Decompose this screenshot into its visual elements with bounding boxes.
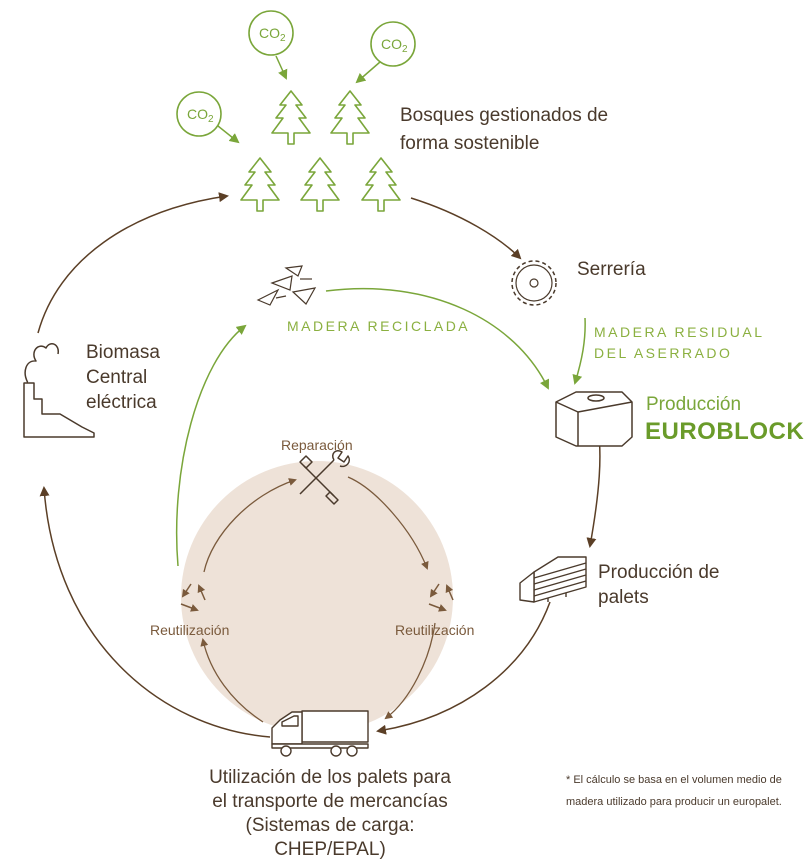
arrow-recycled-to-production [325,287,549,390]
arrow-biomass-to-forest [37,192,229,334]
reuse-left-label: Reutilización [150,622,230,638]
pallet-production-label: Producción de palets [598,562,720,608]
pine-tree-icon [330,90,370,145]
arrow-truck-to-reuse-left [200,638,264,723]
co2-bubble-icon: CO2 [248,10,294,80]
reuse-cycle-circle [181,461,453,733]
saw-blade-icon [511,260,557,306]
truck-icon [271,710,369,757]
arrow-repair-to-reuse-right [347,476,429,570]
svg-text:CO2: CO2 [381,36,408,55]
arrow-reuse-to-recycled-wood [175,324,247,567]
co2-bubble-icon: CO2 [355,21,416,84]
recycled-wood-label: MADERA RECICLADA [287,318,471,334]
pine-tree-icon [240,157,280,212]
arrow-reuse-left-to-repair [203,478,297,573]
power-plant-icon [23,343,95,438]
arrow-truck-to-biomass [39,486,271,738]
euroblock-icon [555,391,633,447]
forest-label: Bosques gestionados de forma sostenible [400,105,609,154]
arrow-forest-to-sawmill [410,197,522,260]
arrow-reuse-right-to-truck [384,622,436,720]
footnote: * El cálculo se basa en el volumen medio… [566,774,782,808]
pallet-icon [519,556,587,603]
usage-label: Utilización de los palets para el transp… [209,767,451,860]
arrow-pallets-to-truck [376,601,551,735]
production-label: Producción [646,394,742,415]
reuse-right-label: Reutilización [395,622,475,638]
biomass-label: Biomasa Central eléctrica [86,342,160,413]
pine-tree-icon [300,157,340,212]
co2-bubble-icon: CO2 [176,91,240,144]
repair-label: Reparación [281,437,353,453]
pine-tree-icon [271,90,311,145]
wood-chips-icon [256,265,317,306]
svg-text:CO2: CO2 [259,25,286,44]
arrow-residual-to-production [572,317,586,385]
pine-tree-icon [361,157,401,212]
sawmill-label: Serrería [577,259,646,280]
euroblock-brand: EUROBLOCK [645,418,805,445]
residual-wood-label: MADERA RESIDUAL DEL ASERRADO [594,324,765,361]
repair-tools-icon [299,449,351,505]
svg-text:CO2: CO2 [187,106,214,125]
